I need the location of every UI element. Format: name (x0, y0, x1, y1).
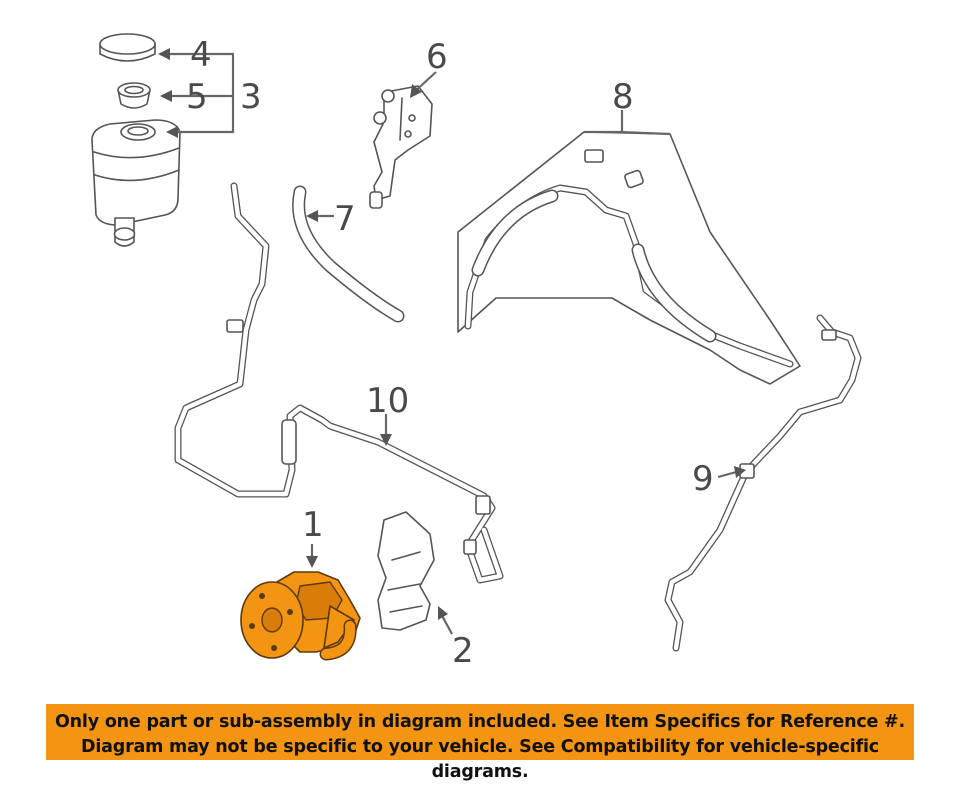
callout-3: 3 (240, 77, 262, 117)
callout-7: 7 (334, 199, 356, 239)
disclaimer-line-2: Diagram may not be specific to your vehi… (81, 737, 879, 782)
callout-4: 4 (190, 35, 212, 75)
pressure-hose-assembly (457, 131, 801, 385)
callout-group-3-4-5 (158, 48, 235, 138)
reservoir (91, 119, 181, 247)
callout-8: 8 (612, 77, 634, 117)
reservoir-cap (99, 33, 156, 62)
callout-9: 9 (692, 459, 714, 499)
return-tube-assembly (664, 314, 862, 652)
callout-10: 10 (366, 381, 409, 421)
return-hose (292, 185, 405, 323)
suction-tube-assembly (174, 182, 504, 584)
callout-2: 2 (452, 631, 474, 671)
disclaimer-line-1: Only one part or sub-assembly in diagram… (55, 712, 905, 732)
reservoir-bracket (369, 85, 433, 209)
callout-1: 1 (302, 505, 324, 545)
power-steering-pump (240, 571, 361, 661)
callout-5: 5 (186, 77, 208, 117)
reservoir-seal (117, 82, 151, 109)
callout-6: 6 (426, 37, 448, 77)
pump-bracket (377, 511, 435, 631)
parts-diagram: 4 5 3 6 7 8 (91, 33, 862, 671)
disclaimer-banner: Only one part or sub-assembly in diagram… (46, 704, 914, 782)
